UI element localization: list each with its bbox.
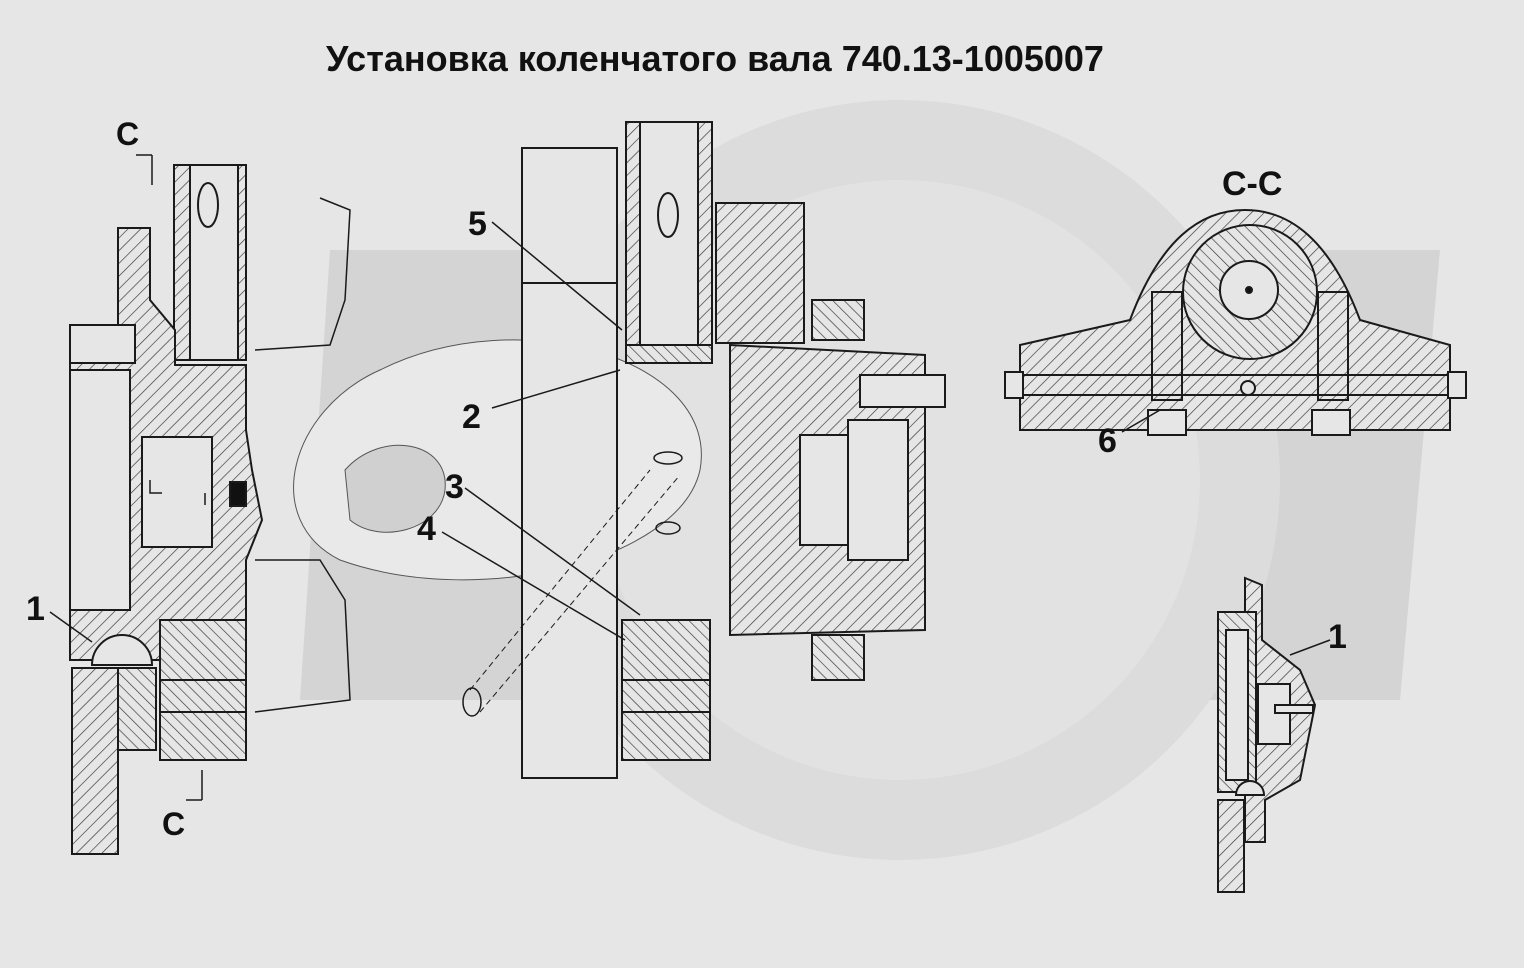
section-c-c-view [1004,208,1467,436]
callout-2: 2 [462,398,481,436]
callout-1-right: 1 [1328,618,1347,656]
small-detail-view [1217,576,1317,893]
section-view-label: С-С [1222,165,1282,203]
section-mark-bottom: С [162,806,185,842]
middle-view [462,121,946,779]
callout-5: 5 [468,205,487,243]
drawing-title: Установка коленчатого вала 740.13-100500… [326,38,1104,79]
section-mark-top: С [116,116,139,152]
callout-3: 3 [445,468,464,506]
leader-lines [49,154,1331,801]
callout-4: 4 [417,510,436,548]
callout-1-left: 1 [26,590,45,628]
callout-6: 6 [1098,422,1117,460]
front-view [69,164,351,855]
